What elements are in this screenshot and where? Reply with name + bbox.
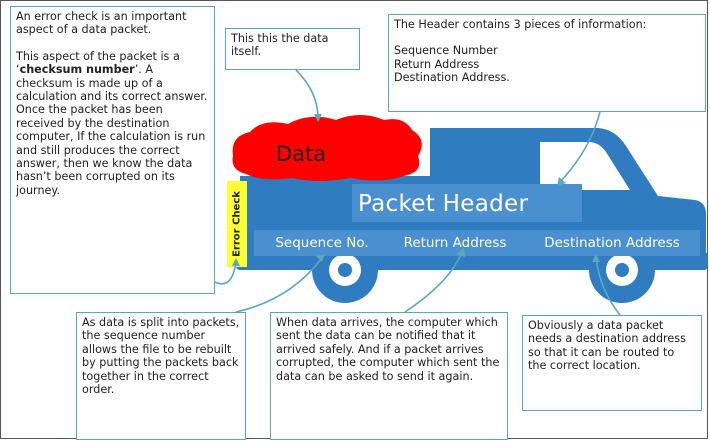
callout-sequence: As data is split into packets, the seque… xyxy=(76,312,246,440)
data-label: Data xyxy=(276,142,327,166)
packet-header-label: Packet Header xyxy=(358,191,529,217)
arrow-header xyxy=(559,111,601,183)
header-item-destination: Destination Address. xyxy=(394,71,510,85)
header-item-sequence: Sequence Number xyxy=(394,44,498,58)
callout-data: This this the data itself. xyxy=(225,28,360,70)
callout-header: The Header contains 3 pieces of informat… xyxy=(388,14,706,112)
arrow-destination xyxy=(595,257,621,316)
callout-checksum: An error check is an important aspect of… xyxy=(10,6,215,294)
callout-destination: Obviously a data packet needs a destinat… xyxy=(522,315,702,411)
checksum-explanation: This aspect of the packet is a ‘checksum… xyxy=(16,49,208,197)
checksum-intro: An error check is an important aspect of… xyxy=(16,10,187,37)
arrow-data xyxy=(295,69,319,119)
error-check-label: Error Check xyxy=(231,191,243,257)
checksum-term: checksum number xyxy=(19,63,135,77)
arrow-sequence xyxy=(235,257,323,313)
header-note-line1: The Header contains 3 pieces of informat… xyxy=(394,18,647,31)
packet-header-box xyxy=(352,184,582,222)
error-check: Error Check xyxy=(227,181,247,267)
error-check-bar xyxy=(227,181,247,267)
field-return-address: Return Address xyxy=(403,235,507,251)
arrow-return xyxy=(404,251,463,313)
data-note: This this the data itself. xyxy=(231,32,329,59)
field-destination-address: Destination Address xyxy=(544,235,680,251)
field-sequence-no: Sequence No. xyxy=(275,235,369,251)
data-blob xyxy=(232,115,422,181)
arrow-checksum xyxy=(214,261,237,285)
fields-row xyxy=(254,230,700,256)
return-note: When data arrives, the computer which se… xyxy=(276,316,500,383)
truck-window xyxy=(540,142,630,190)
callout-return: When data arrives, the computer which se… xyxy=(270,312,508,440)
destination-note: Obviously a data packet needs a destinat… xyxy=(528,319,686,373)
sequence-note: As data is split into packets, the seque… xyxy=(82,316,240,397)
header-item-return: Return Address xyxy=(394,57,480,71)
